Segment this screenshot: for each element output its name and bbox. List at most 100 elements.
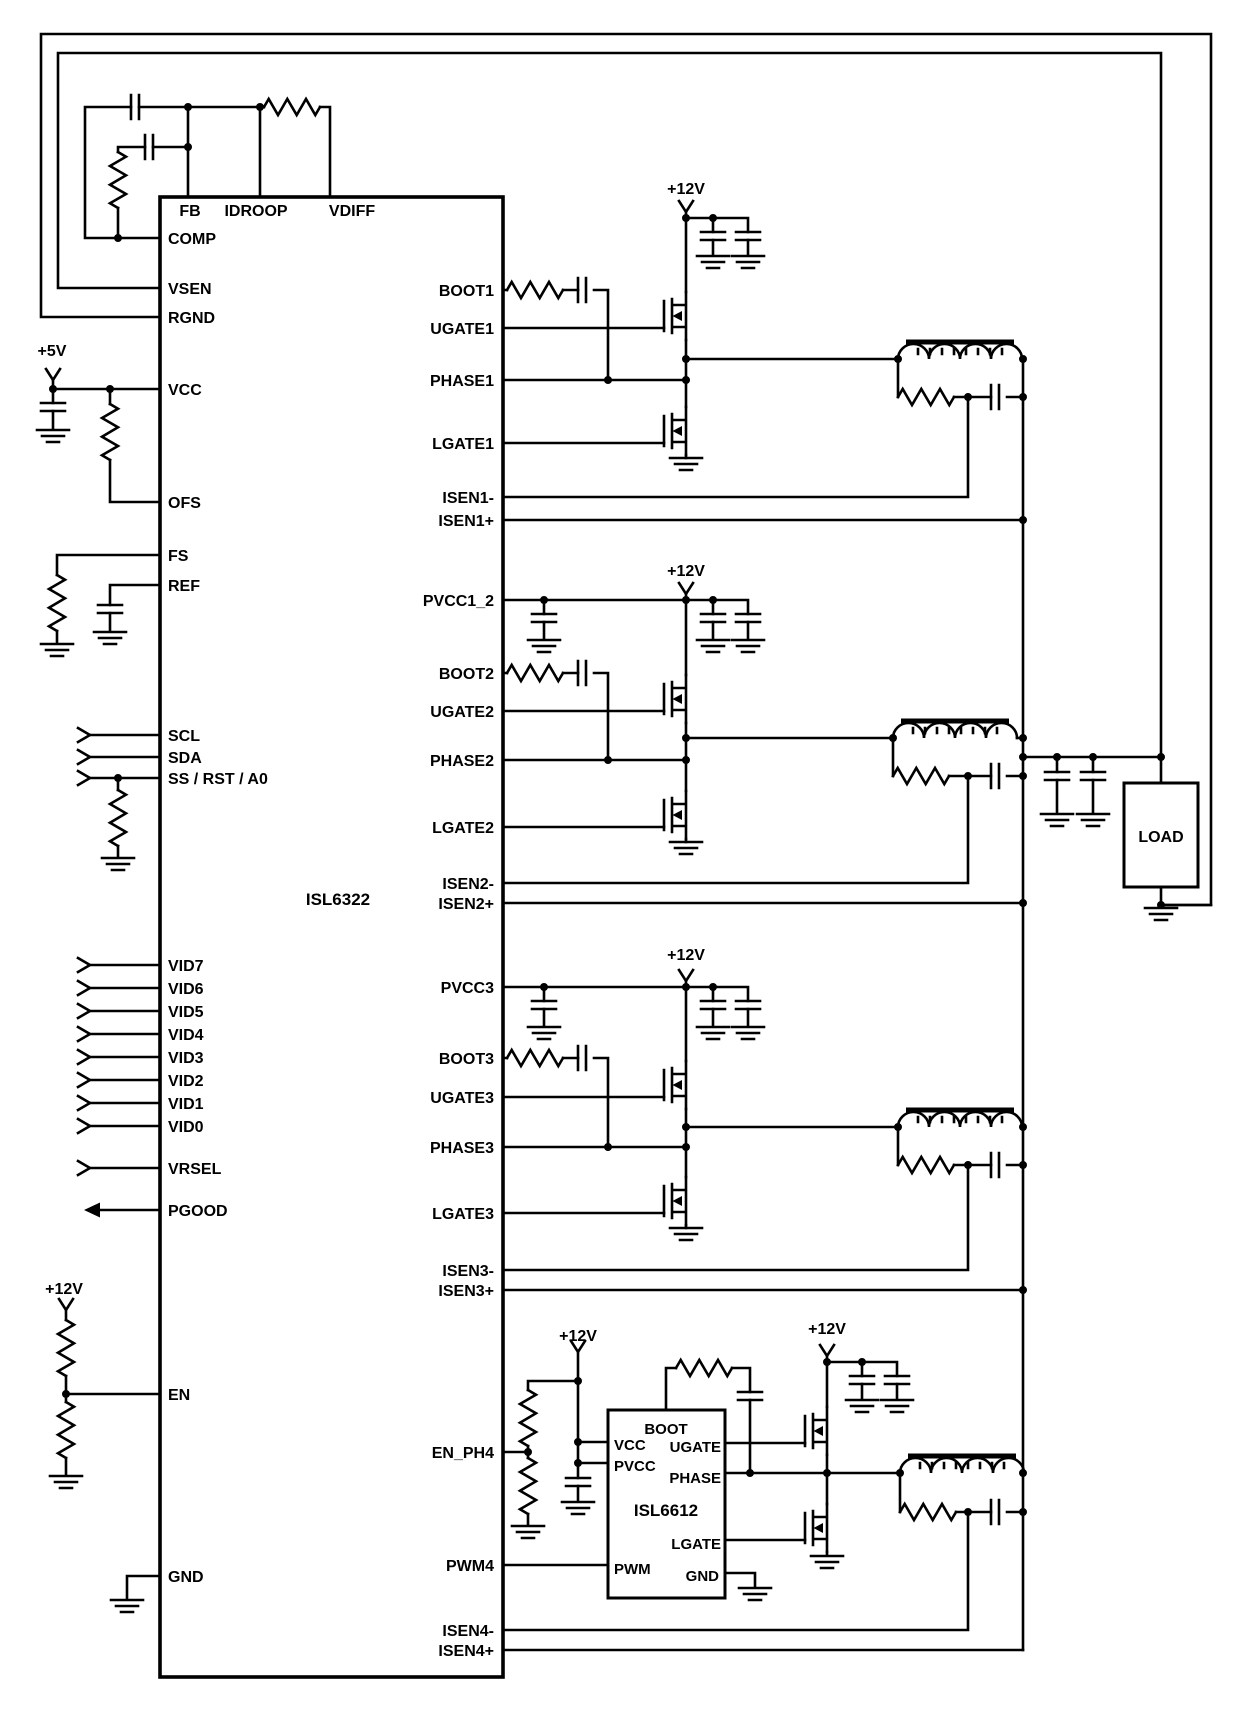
ground-symbol (695, 638, 731, 654)
pin-label-idroop: IDROOP (224, 203, 287, 220)
ground-symbol (48, 1474, 84, 1490)
pin-label-isen3p: ISEN3+ (438, 1283, 494, 1300)
driver-pin-lgate: LGATE (671, 1536, 721, 1553)
pin-label-phase2: PHASE2 (430, 753, 494, 770)
driver-pin-vcc: VCC (614, 1437, 646, 1454)
ic-name-label: ISL6322 (306, 890, 370, 909)
fb-capacitor (129, 93, 141, 121)
bulk-capacitor (699, 230, 727, 242)
output-capacitor (1079, 770, 1107, 782)
pin-label-vid1: VID1 (168, 1096, 204, 1113)
pin-label-ref: REF (168, 578, 200, 595)
ground-symbol (560, 1500, 596, 1516)
plus12v-source-icon (677, 581, 695, 596)
isen2-resistor (891, 766, 951, 786)
phase2-high-side-mosfet (662, 673, 688, 725)
driver-vcc-capacitor (564, 1476, 592, 1488)
pgood-output-arrow-icon (84, 1202, 100, 1218)
phase3-low-side-mosfet (662, 1175, 688, 1227)
driver-name-label: ISL6612 (634, 1501, 698, 1520)
pin-label-vrsel: VRSEL (168, 1161, 222, 1178)
rail-label-p12v-4l: +12V (559, 1328, 597, 1345)
idroop-vdiff-resistor (262, 97, 322, 117)
comp-capacitor (143, 133, 155, 161)
en-lower-resistor (56, 1400, 76, 1460)
ground-symbol (737, 1586, 773, 1602)
output-capacitor (1043, 770, 1071, 782)
ground-symbol (730, 638, 766, 654)
ground-symbol (695, 254, 731, 270)
isen1-resistor (896, 387, 956, 407)
phase1-stage (501, 199, 1023, 1652)
phase3-high-side-mosfet (662, 1059, 688, 1111)
pin-label-vid3: VID3 (168, 1050, 204, 1067)
ss-resistor (108, 788, 128, 848)
pin-label-phase3: PHASE3 (430, 1140, 494, 1157)
comp-wiring (83, 105, 332, 240)
isen2-capacitor (989, 762, 1001, 790)
pin-label-isen4p: ISEN4+ (438, 1643, 494, 1660)
pin-label-pwm4: PWM4 (446, 1558, 494, 1575)
rail-label-p12v-2: +12V (667, 563, 705, 580)
phase2-low-side-mosfet (662, 789, 688, 841)
left-side-wiring (35, 367, 162, 1614)
load-box (1122, 781, 1200, 889)
boot3-capacitor (576, 1044, 588, 1072)
pin-label-sda: SDA (168, 750, 202, 767)
bulk-capacitor (734, 612, 762, 624)
ground-symbol (668, 456, 704, 472)
pin-label-lgate3: LGATE3 (432, 1206, 494, 1223)
ground-symbol (1143, 906, 1179, 922)
compensation-network (83, 93, 332, 240)
isen3-resistor (896, 1155, 956, 1175)
boot4-resistor (674, 1358, 734, 1378)
ground-symbol (39, 642, 75, 658)
ground-symbol (1039, 812, 1075, 828)
isen4-resistor (898, 1502, 958, 1522)
bulk-capacitor (699, 612, 727, 624)
plus5v-source-icon (44, 367, 62, 382)
pin-label-fs: FS (168, 548, 189, 565)
pin-label-ofs: OFS (168, 495, 201, 512)
bulk-capacitor (848, 1374, 876, 1386)
ground-symbol (668, 1226, 704, 1242)
ground-symbol (730, 1025, 766, 1041)
pin-label-isen2n: ISEN2- (442, 876, 494, 893)
pin-label-fb: FB (179, 203, 200, 220)
pin-label-en-ph4: EN_PH4 (432, 1445, 494, 1462)
en-ph4-lower-resistor (518, 1456, 538, 1516)
isen1-capacitor (989, 383, 1001, 411)
ref-capacitor (96, 603, 124, 615)
pin-label-phase1: PHASE1 (430, 373, 494, 390)
pin-label-vid2: VID2 (168, 1073, 204, 1090)
driver-pin-pvcc: PVCC (614, 1458, 656, 1475)
phase2-stage (501, 581, 1025, 905)
driver-pin-pwm: PWM (614, 1561, 651, 1578)
ground-symbol (510, 1524, 546, 1540)
pin-label-vsen: VSEN (168, 281, 212, 298)
ground-symbol (668, 840, 704, 856)
pin-label-lgate1: LGATE1 (432, 436, 494, 453)
bulk-capacitor (883, 1374, 911, 1386)
pin-label-isen3n: ISEN3- (442, 1263, 494, 1280)
pin-label-vid5: VID5 (168, 1004, 204, 1021)
pin-label-comp: COMP (168, 231, 216, 248)
isl6612-ic-body (606, 1408, 727, 1600)
en-upper-resistor (56, 1318, 76, 1378)
phase4-inductor (900, 1456, 1024, 1473)
boot1-capacitor (576, 276, 588, 304)
pin-label-scl: SCL (168, 728, 200, 745)
plus12v-source-icon (57, 1297, 75, 1312)
rail-label-p5v: +5V (38, 343, 67, 360)
phase1-low-side-mosfet (662, 405, 688, 457)
plus12v-source-icon (677, 199, 695, 214)
pin-label-vid4: VID4 (168, 1027, 204, 1044)
pin-label-vid6: VID6 (168, 981, 204, 998)
ground-symbol (526, 638, 562, 654)
pin-label-boot3: BOOT3 (439, 1051, 494, 1068)
pvcc3-capacitor (530, 999, 558, 1011)
pin-label-gnd: GND (168, 1569, 204, 1586)
pin-label-isen2p: ISEN2+ (438, 896, 494, 913)
